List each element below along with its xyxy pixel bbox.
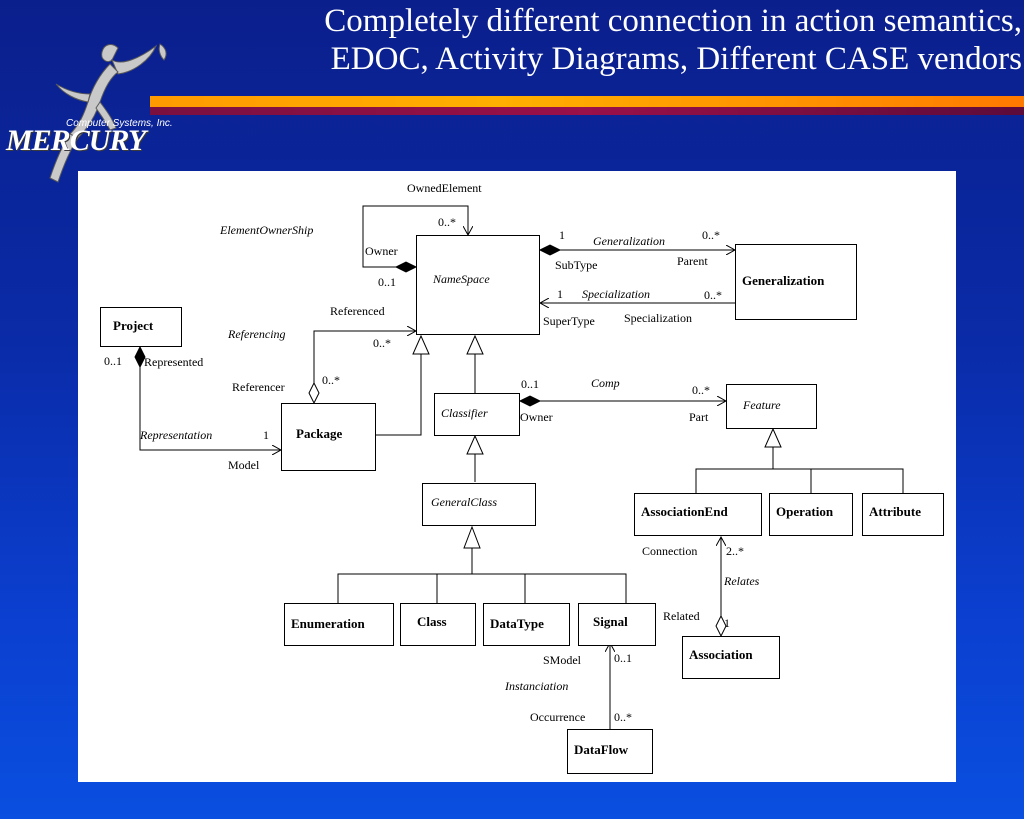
label-element-ownership: ElementOwnerShip (220, 223, 314, 237)
package-gen-line (376, 354, 422, 436)
label-instanciation: Instanciation (505, 679, 569, 693)
general-class-class: GeneralClass (422, 483, 536, 526)
label-mult-2-star: 2..* (726, 544, 744, 558)
label-comp-0-1: 0..1 (521, 377, 539, 391)
label-related: Related (663, 609, 700, 623)
subtype-diamond (538, 244, 562, 256)
label-spec-0-star: 0..* (704, 288, 722, 302)
operation-class: Operation (769, 493, 853, 536)
label-connection: Connection (642, 544, 698, 558)
label-supertype: SuperType (543, 314, 595, 328)
label-referenced: Referenced (330, 304, 385, 318)
label-comp-0-star: 0..* (692, 383, 710, 397)
label-representation: Representation (140, 428, 213, 442)
label-parent: Parent (677, 254, 708, 268)
label-generalization-assoc: Generalization (593, 234, 665, 248)
feature-class: Feature (726, 384, 817, 429)
label-ref-0-star-top: 0..* (373, 336, 391, 350)
label-relates: Relates (724, 574, 760, 588)
logo-tagline: Computer Systems, Inc. (66, 118, 173, 129)
enumeration-class: Enumeration (284, 603, 394, 646)
label-part: Part (689, 410, 709, 424)
features-gen-triangle (764, 427, 782, 448)
title-rule-maroon (150, 107, 1024, 115)
title-rule-orange (150, 96, 1024, 107)
features-gen-tree (695, 468, 904, 493)
uml-diagram: NameSpace Generalization Project Package… (78, 171, 956, 782)
classes-gen-tree (337, 573, 627, 603)
label-smodel-0-1: 0..1 (614, 651, 632, 665)
project-diamond (134, 345, 146, 369)
association-class: Association (682, 636, 780, 679)
slide-title-line-1: Completely different connection in actio… (324, 3, 1022, 39)
label-related-1: 1 (724, 616, 730, 630)
datatype-class: DataType (483, 603, 570, 646)
label-represented: Represented (144, 355, 204, 369)
label-occ-0-star: 0..* (614, 710, 632, 724)
label-mult-0-1-owner: 0..1 (378, 275, 396, 289)
referencing-line (313, 331, 416, 383)
label-repr-1: 1 (263, 428, 269, 442)
generalclass-gen-triangle (466, 434, 484, 455)
dataflow-class: DataFlow (567, 729, 653, 774)
slide-title-line-2: EDOC, Activity Diagrams, Different CASE … (330, 41, 1022, 77)
label-referencer: Referencer (232, 380, 285, 394)
classifier-class: Classifier (434, 393, 520, 436)
classifier-gen-triangle (466, 334, 484, 355)
slide-title: Completely different connection in actio… (150, 2, 1022, 78)
owned-element-loop (362, 205, 468, 268)
association-end-class: AssociationEnd (634, 493, 762, 536)
signal-class: Signal (578, 603, 656, 646)
referencer-diamond (308, 381, 320, 405)
project-class: Project (100, 307, 182, 347)
label-specialization-assoc: Specialization (582, 287, 650, 301)
label-specialization-role: Specialization (624, 311, 692, 325)
label-smodel: SModel (543, 653, 582, 667)
namespace-class: NameSpace (416, 235, 540, 335)
owner-diamond (394, 261, 418, 273)
label-owned-element: OwnedElement (407, 181, 482, 195)
mercury-logo: Computer Systems, Inc. MERCURY (0, 38, 200, 198)
label-comp: Comp (591, 376, 620, 390)
label-comp-owner: Owner (520, 410, 553, 424)
related-diamond (715, 614, 727, 638)
label-model: Model (228, 458, 260, 472)
label-subtype: SubType (555, 258, 598, 272)
comp-diamond (518, 395, 542, 407)
mercury-figure-icon (49, 43, 167, 183)
label-owner: Owner (365, 244, 398, 258)
label-gen-0-star: 0..* (702, 228, 720, 242)
label-spec-1: 1 (557, 287, 563, 301)
label-occurrence: Occurrence (530, 710, 586, 724)
classes-gen-triangle (463, 525, 481, 549)
package-class: Package (281, 403, 376, 471)
label-referencing: Referencing (228, 327, 286, 341)
package-gen-triangle (412, 334, 430, 355)
logo-brand: MERCURY (6, 124, 146, 157)
diagram-connectors (134, 205, 904, 729)
label-project-0-1: 0..1 (104, 354, 122, 368)
label-gen-1: 1 (559, 228, 565, 242)
generalization-class: Generalization (735, 244, 857, 320)
label-mult-0-star-top: 0..* (438, 215, 456, 229)
class-class: Class (400, 603, 476, 646)
label-ref-0-star-pkg: 0..* (322, 373, 340, 387)
attribute-class: Attribute (862, 493, 944, 536)
representation-line (139, 367, 281, 450)
